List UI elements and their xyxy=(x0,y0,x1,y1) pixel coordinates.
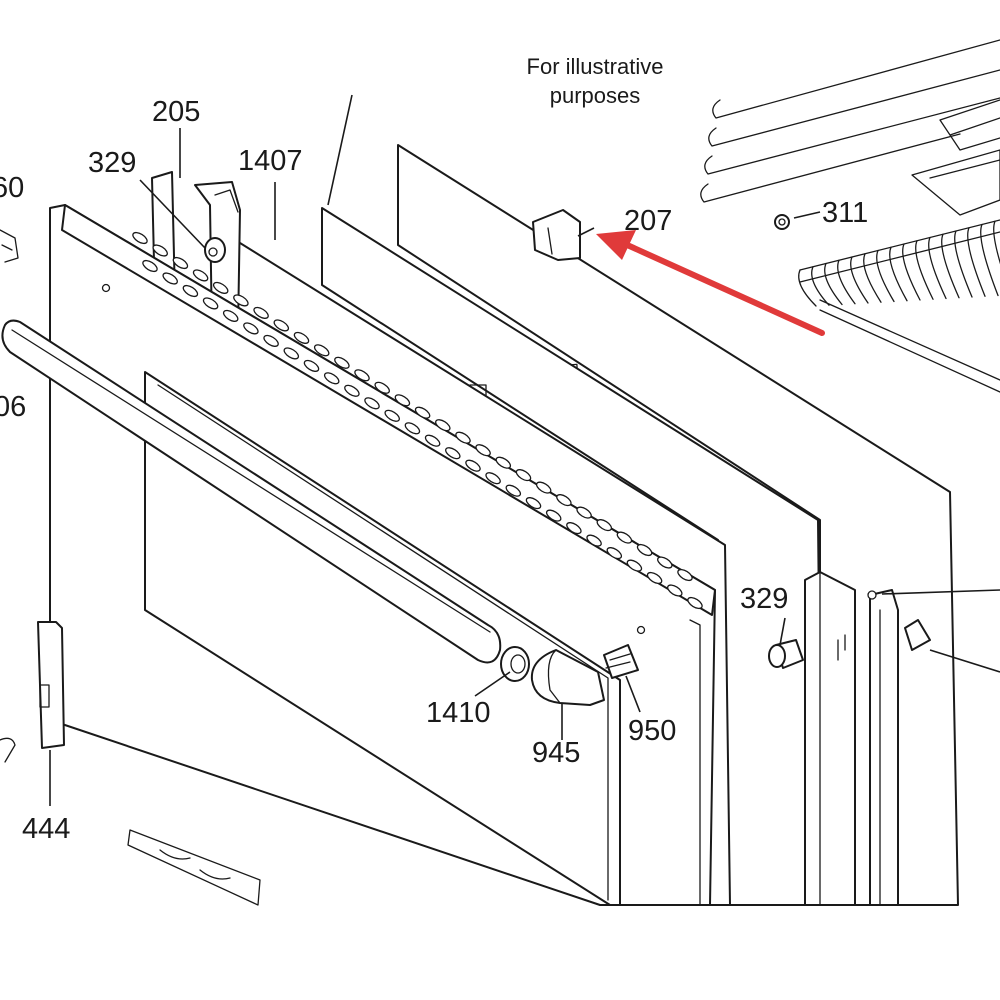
callout-329-top: 329 xyxy=(88,147,136,179)
highlight-arrow xyxy=(596,230,825,336)
callout-1407: 1407 xyxy=(238,145,303,177)
handle-mount-bracket xyxy=(530,649,605,706)
callout-444: 444 xyxy=(22,813,70,845)
callout-311: 311 xyxy=(822,197,868,229)
door-hinge-right xyxy=(804,571,931,906)
door-handle-tube xyxy=(1,319,502,664)
hinge-roller-top xyxy=(204,237,226,263)
left-edge-partial-part xyxy=(0,229,19,263)
leader-lines xyxy=(49,94,1000,806)
callout-06-partial: 06 xyxy=(0,391,26,423)
callout-205: 205 xyxy=(152,96,200,128)
door-bumper xyxy=(774,214,790,230)
callout-1410: 1410 xyxy=(426,697,491,729)
callout-60-partial: 60 xyxy=(0,172,24,204)
door-switch-actuator xyxy=(0,621,65,763)
illustrative-note-line2: purposes xyxy=(550,83,641,108)
callout-950: 950 xyxy=(628,715,676,747)
callout-207: 207 xyxy=(624,205,672,237)
callout-945: 945 xyxy=(532,737,580,769)
vent-slots xyxy=(132,231,703,610)
hinge-roller-right xyxy=(768,639,804,669)
door-bottom-trim xyxy=(127,829,261,906)
glass-clip xyxy=(603,644,639,679)
callout-329-right: 329 xyxy=(740,583,788,615)
oven-rack-lower xyxy=(798,219,1000,393)
illustrative-note-line1: For illustrative xyxy=(527,54,664,79)
oven-rack-upper xyxy=(700,39,1000,216)
glass-retainer-clip xyxy=(532,209,581,261)
